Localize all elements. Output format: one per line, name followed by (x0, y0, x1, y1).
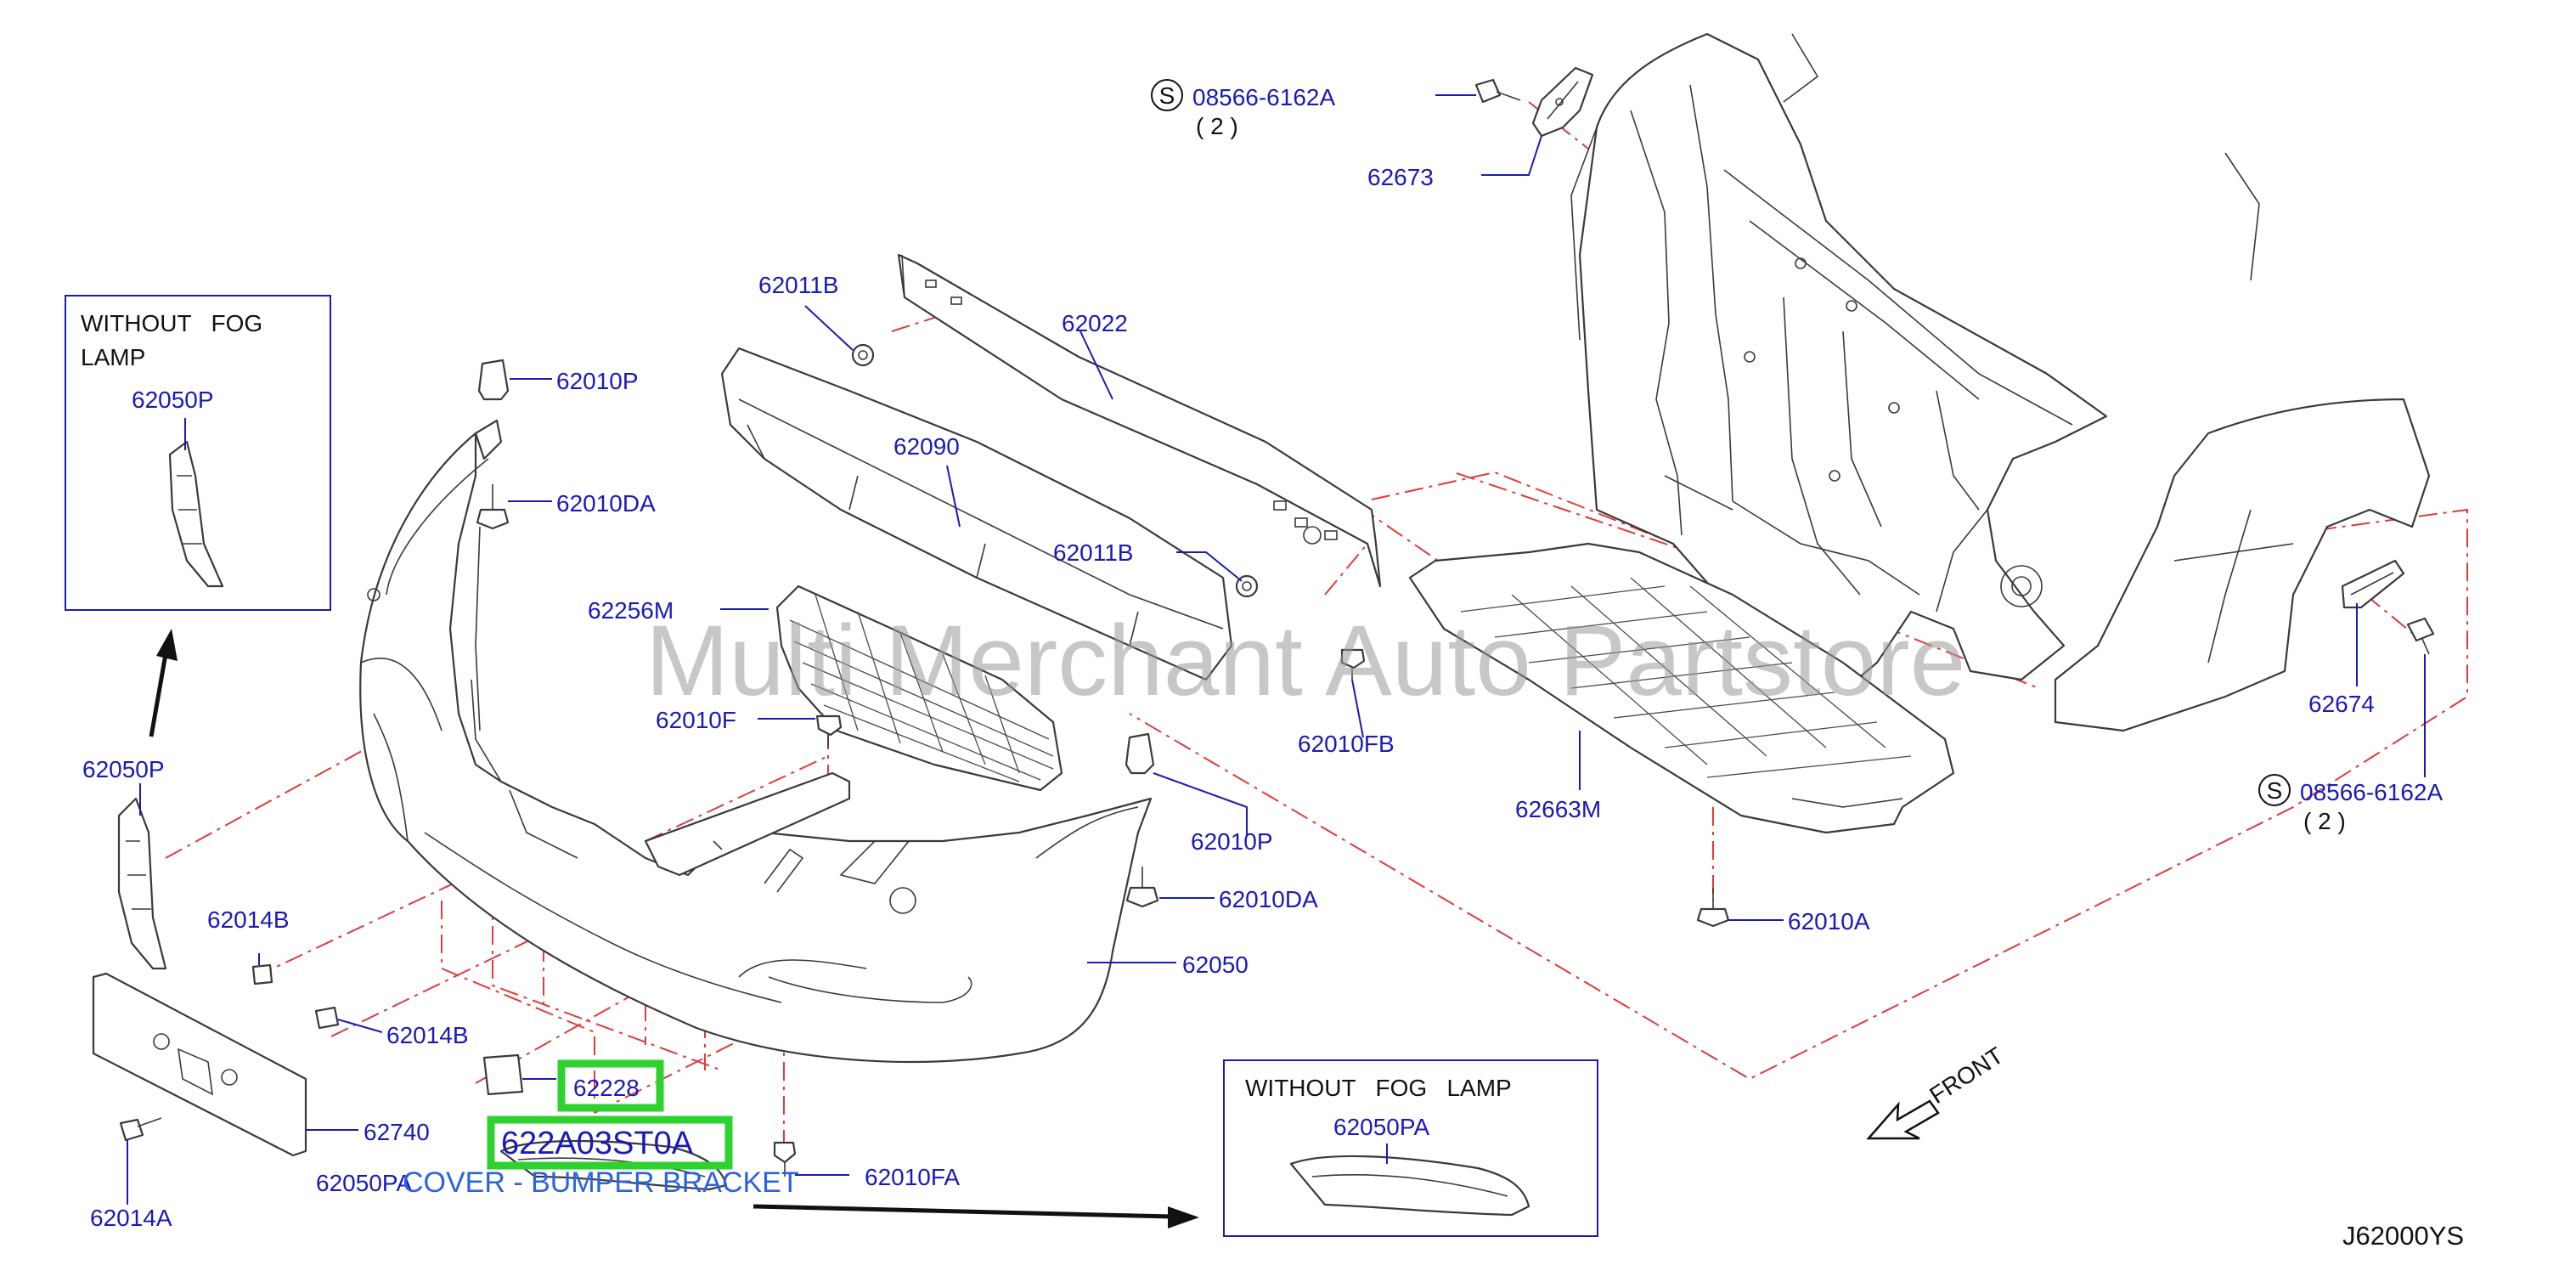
label-62014B-b: 62014B (386, 1022, 469, 1048)
grille-62256M (775, 584, 1063, 792)
label-62050P: 62050P (82, 756, 165, 782)
clip-62010F (815, 714, 843, 748)
inset-frame-bottom (1223, 1059, 1598, 1237)
screw-62014A (119, 1117, 162, 1142)
arrow-right-icon (753, 1204, 1199, 1228)
energy-absorber-62090 (720, 347, 1233, 681)
inset-top-left-title-line1: WITHOUT FOG (81, 310, 262, 336)
screw-symbol-text: S (1159, 82, 1175, 109)
screw-spec-right-part: 08566-6162A (2300, 779, 2443, 805)
inset-top-left-text: WITHOUT FOG LAMP 62050P (81, 310, 262, 413)
label-62010A: 62010A (1788, 908, 1870, 935)
front-label: FRONT (1925, 1042, 2008, 1110)
upper-left-retainer (474, 419, 503, 460)
arrow-up-icon (149, 629, 178, 737)
label-62663M: 62663M (1515, 796, 1601, 822)
inset-bottom-text: WITHOUT FOG LAMP 62050PA (1245, 1075, 1512, 1164)
label-62010FA: 62010FA (865, 1164, 960, 1190)
label-62010P-top: 62010P (556, 368, 639, 394)
clip-62014B-a (251, 963, 273, 985)
screw-spec-top-part: 08566-6162A (1192, 84, 1335, 110)
label-62050: 62050 (1182, 952, 1249, 978)
label-62010P-mid: 62010P (1191, 828, 1273, 855)
label-62050PA: 62050PA (316, 1170, 412, 1196)
license-bracket-62740 (92, 972, 307, 1157)
label-62014A: 62014A (90, 1205, 172, 1231)
watermark-text: Multi Merchant Auto Partstore (645, 605, 1965, 717)
leader-lines (127, 94, 2426, 1205)
bracket-62673 (1531, 66, 1594, 138)
screw-spec-right: S 08566-6162A ( 2 ) (2258, 774, 2443, 834)
label-62010F: 62010F (656, 707, 736, 733)
clip-62014B-b (314, 1006, 340, 1030)
part-labels: 62673 62011B 62022 62090 62011B 62010P 6… (82, 164, 2375, 1231)
inset-bottom-title: WITHOUT FOG LAMP (1245, 1075, 1512, 1101)
screw-symbol-text: S (2267, 777, 2283, 804)
front-arrow-icon (1866, 1099, 1940, 1140)
undercover-62663M (1408, 542, 1955, 834)
bracket-62674 (2341, 559, 2405, 609)
inset-frame-top-left (65, 295, 331, 611)
label-62010FB: 62010FB (1298, 731, 1395, 757)
fog-bezel-62050PA-inset (1289, 1155, 1530, 1217)
vehicle-body-structure (1570, 32, 2431, 732)
screw-spec-top: S 08566-6162A ( 2 ) (1151, 79, 1335, 139)
bolt-top (1474, 78, 1521, 104)
clip-62010FB (1340, 648, 1366, 680)
label-62022: 62022 (1062, 310, 1128, 336)
highlight-part-b: 622A03ST0A (501, 1126, 694, 1161)
inset-top-left-part: 62050P (132, 387, 214, 413)
label-62014B-a: 62014B (207, 906, 290, 933)
label-62090: 62090 (893, 433, 960, 460)
side-bracket-62050P-left (117, 797, 167, 970)
highlight-62228: 62228 (557, 1059, 664, 1112)
label-62010DA-top: 62010DA (556, 490, 656, 517)
label-62010DA-mid: 62010DA (1219, 886, 1318, 912)
bumper-reinforcement-62022 (897, 253, 1382, 588)
diagram-code: J62000YS (2342, 1221, 2464, 1251)
bumper-bracket-center (644, 771, 851, 877)
clip-62010FA (773, 1141, 797, 1177)
clip-62010P-top (477, 359, 510, 401)
nut-62011B-top (851, 343, 875, 367)
screw-spec-top-qty: ( 2 ) (1196, 113, 1238, 139)
bolt-right (2406, 617, 2435, 655)
label-62673: 62673 (1367, 164, 1434, 190)
screw-spec-right-qty: ( 2 ) (2303, 808, 2346, 834)
label-62256M: 62256M (588, 597, 674, 624)
label-62674: 62674 (2308, 691, 2375, 717)
bolt-62010DA-mid (1125, 867, 1159, 908)
cover-62228 (482, 1053, 524, 1096)
highlight-part-a: 62228 (573, 1075, 640, 1101)
inset-top-left-title-line2: LAMP (81, 344, 145, 370)
clip-62010P-mid (1125, 732, 1155, 775)
label-62011B-mid: 62011B (1053, 539, 1133, 566)
highlight-622A03ST0A: 622A03ST0A (487, 1115, 733, 1170)
label-62011B-top: 62011B (758, 272, 838, 298)
bolt-62010DA-top (476, 484, 510, 530)
label-62740: 62740 (364, 1119, 430, 1145)
side-bracket-62050P-inset (168, 440, 224, 588)
inset-bottom-part: 62050PA (1333, 1114, 1429, 1140)
highlight-caption: COVER - BUMPER BRACKET (403, 1166, 799, 1199)
bolt-62010A (1696, 888, 1730, 928)
